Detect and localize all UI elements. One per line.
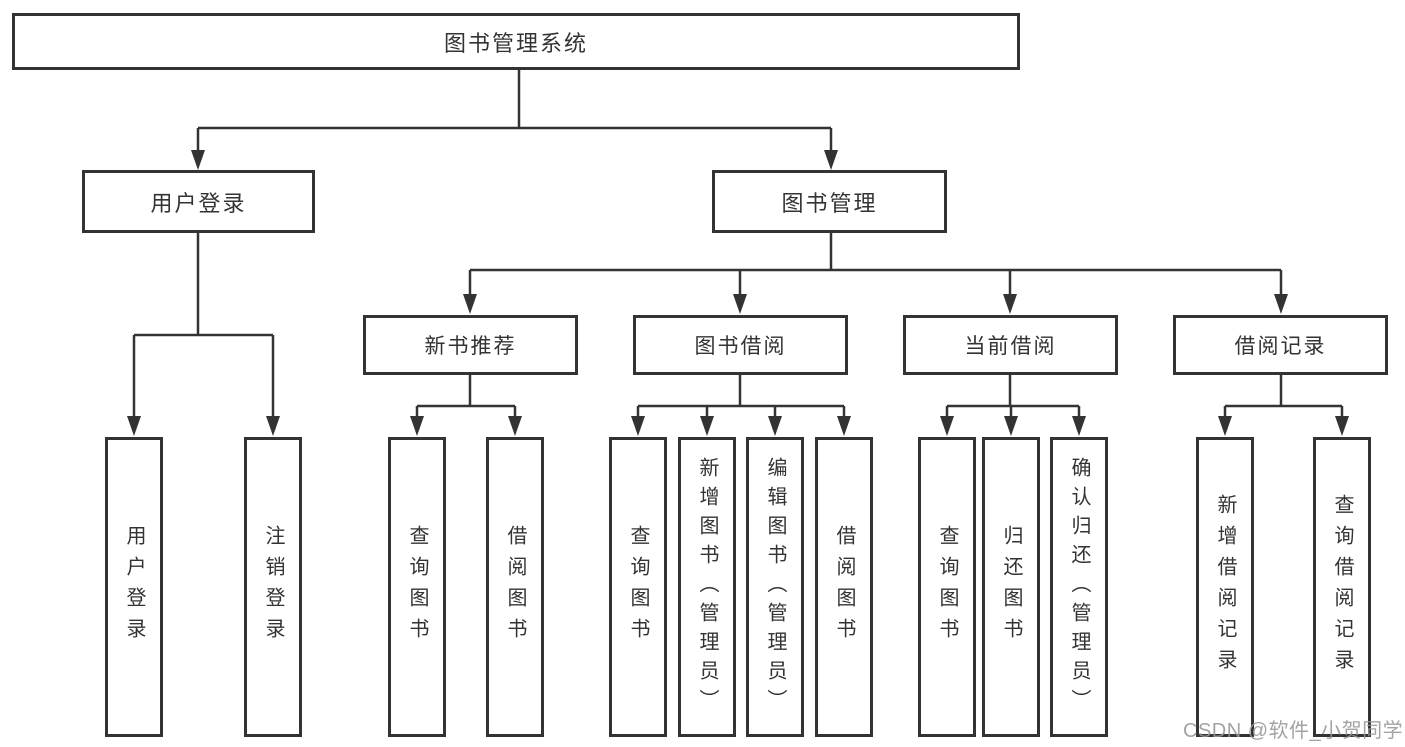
- leaf-query-borrow-record-label: 查询借阅记录: [1331, 494, 1353, 680]
- node-current-borrowing: 当前借阅: [903, 315, 1118, 375]
- leaf-confirm-return-admin: 确认归还（管理员）: [1050, 437, 1108, 737]
- node-user-login: 用户登录: [82, 170, 315, 233]
- leaf-user-login-label: 用户登录: [123, 525, 145, 649]
- leaf-newbook-query-books-label: 查询图书: [406, 525, 428, 649]
- node-book-management: 图书管理: [712, 170, 947, 233]
- leaf-borrow-query-books: 查询图书: [609, 437, 667, 737]
- leaf-logout-label: 注销登录: [262, 525, 284, 649]
- node-library-system-label: 图书管理系统: [443, 30, 588, 56]
- leaf-return-books: 归还图书: [982, 437, 1040, 737]
- leaf-newbook-borrow-books-label: 借阅图书: [504, 525, 526, 649]
- leaf-confirm-return-admin-label: 确认归还（管理员）: [1068, 456, 1090, 718]
- leaf-borrow-query-books-label: 查询图书: [627, 525, 649, 649]
- leaf-borrow-books-label: 借阅图书: [833, 525, 855, 649]
- node-borrowing-records: 借阅记录: [1173, 315, 1388, 375]
- leaf-return-books-label: 归还图书: [1000, 525, 1022, 649]
- node-library-system: 图书管理系统: [12, 13, 1020, 70]
- leaf-current-query-books-label: 查询图书: [936, 525, 958, 649]
- node-new-book-recommend: 新书推荐: [363, 315, 578, 375]
- leaf-query-borrow-record: 查询借阅记录: [1313, 437, 1371, 737]
- leaf-borrow-books: 借阅图书: [815, 437, 873, 737]
- node-book-borrowing: 图书借阅: [633, 315, 848, 375]
- leaf-add-books-admin-label: 新增图书（管理员）: [696, 456, 718, 718]
- leaf-add-borrow-record: 新增借阅记录: [1196, 437, 1254, 737]
- leaf-logout: 注销登录: [244, 437, 302, 737]
- leaf-add-books-admin: 新增图书（管理员）: [678, 437, 736, 737]
- node-book-borrowing-label: 图书借阅: [694, 335, 787, 358]
- leaf-newbook-borrow-books: 借阅图书: [486, 437, 544, 737]
- leaf-edit-books-admin: 编辑图书（管理员）: [746, 437, 804, 737]
- node-book-management-label: 图书管理: [781, 190, 878, 216]
- csdn-watermark: CSDN @软件_小贺同学: [1183, 720, 1404, 742]
- node-borrowing-records-label: 借阅记录: [1234, 335, 1327, 358]
- leaf-newbook-query-books: 查询图书: [388, 437, 446, 737]
- leaf-edit-books-admin-label: 编辑图书（管理员）: [764, 456, 786, 718]
- node-new-book-recommend-label: 新书推荐: [424, 335, 517, 358]
- node-user-login-label: 用户登录: [150, 190, 247, 216]
- leaf-user-login: 用户登录: [105, 437, 163, 737]
- leaf-add-borrow-record-label: 新增借阅记录: [1214, 494, 1236, 680]
- node-current-borrowing-label: 当前借阅: [964, 335, 1057, 358]
- leaf-current-query-books: 查询图书: [918, 437, 976, 737]
